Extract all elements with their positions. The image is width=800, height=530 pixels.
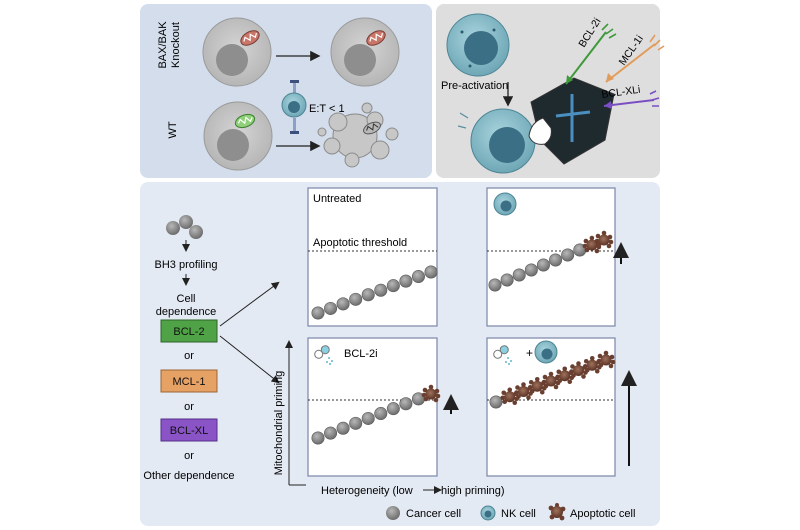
knockout-cell [202,17,272,87]
syringe-icon [290,80,299,96]
cancer-cell [386,402,400,416]
cancer-cell [524,263,538,277]
legend-cancer-swatch [386,506,400,520]
apoptotic-cell [555,366,575,385]
mcl1i-arrow [605,34,665,83]
cancer-cell [500,273,514,287]
cancer-cell [361,411,375,425]
mitochondrion-icon [363,121,381,135]
pill-granules-icon [505,357,512,365]
cancer-cell [512,268,526,282]
bcl2i-arrow [565,23,617,85]
cancer-cell [361,288,375,302]
panel-untreated [307,187,438,327]
cancer-cell [311,306,325,320]
panel-bcl2i [307,337,438,477]
bclxli-arrow [603,90,660,109]
cancer-cell [399,397,413,411]
bh3-label: BH3 profiling [155,259,218,271]
wt-label: WT [167,121,179,138]
wt-cell [203,101,273,171]
ratio-label: E:T < 1 [309,103,345,115]
mitochondrion-icon [234,113,256,129]
or-label: or [184,350,194,362]
legend-nk-label: NK cell [501,508,536,520]
or-label: or [184,450,194,462]
pill-icon [314,345,330,359]
knockout-label: BAX/BAKKnockout [157,21,182,69]
other-dependence-label: Other dependence [143,470,234,482]
mcl1-box-label: MCL-1 [172,376,205,388]
y-axis-label: Mitochondrial priming [273,371,285,476]
cancer-cell [424,265,438,279]
cancer-cell [324,426,338,440]
or-label: or [184,401,194,413]
shield-icon [528,77,615,165]
apoptotic-cell [421,384,441,403]
cancer-cell [386,279,400,293]
cancer-cell [561,248,575,262]
legend-apoptotic-swatch [548,503,566,521]
cancer-cell [336,421,350,435]
cancer-cell [324,301,338,315]
bcl2i-panel-label: BCL-2i [344,348,378,360]
plus-label: + [526,346,533,360]
fragmented-cell-icon [317,102,399,168]
cancer-cell [374,283,388,297]
bclxli-label: BCL-XLi [601,84,641,101]
apoptotic-cell [541,371,561,390]
legend-apoptotic-label: Apoptotic cell [570,508,635,520]
pill-icon [493,345,509,359]
bclxl-box-label: BCL-XL [170,425,209,437]
bcl2-box [160,319,218,343]
legend-cancer-label: Cancer cell [406,508,461,520]
cancer-cell [411,270,425,284]
cancer-cell [549,253,563,267]
mitochondrion-icon [240,30,260,46]
cancer-cell [336,297,350,311]
cancer-cell [536,258,550,272]
apoptotic-cell [594,230,614,249]
arrow-to-bcl2i [219,335,280,384]
bcl2-box-label: BCL-2 [173,326,204,338]
mcl1-box [160,369,218,393]
knockout-cell-survived [330,17,400,87]
cancer-cell [311,431,325,445]
arrow-to-untreated [219,281,280,327]
x-axis-label: Heterogeneity (low [321,485,413,497]
bclxl-box [160,418,218,442]
syringe-icon [290,118,299,134]
cancer-cell [349,416,363,430]
cancer-cell [488,278,502,292]
pill-granules-icon [326,357,333,365]
cell-cluster-icon [166,215,203,239]
cancer-cell [374,407,388,421]
preactivation-label: Pre-activation [441,80,508,92]
motion-lines [457,107,546,129]
cancer-cell [349,292,363,306]
untreated-label: Untreated [313,193,361,205]
cancer-cell [399,274,413,288]
x-axis-label-end: high priming) [441,485,505,497]
mitochondrion-icon [366,30,386,46]
apoptotic-cell [596,350,616,369]
threshold-label: Apoptotic threshold [313,237,407,249]
cancer-cell [489,395,503,409]
apoptotic-cell [569,361,588,379]
